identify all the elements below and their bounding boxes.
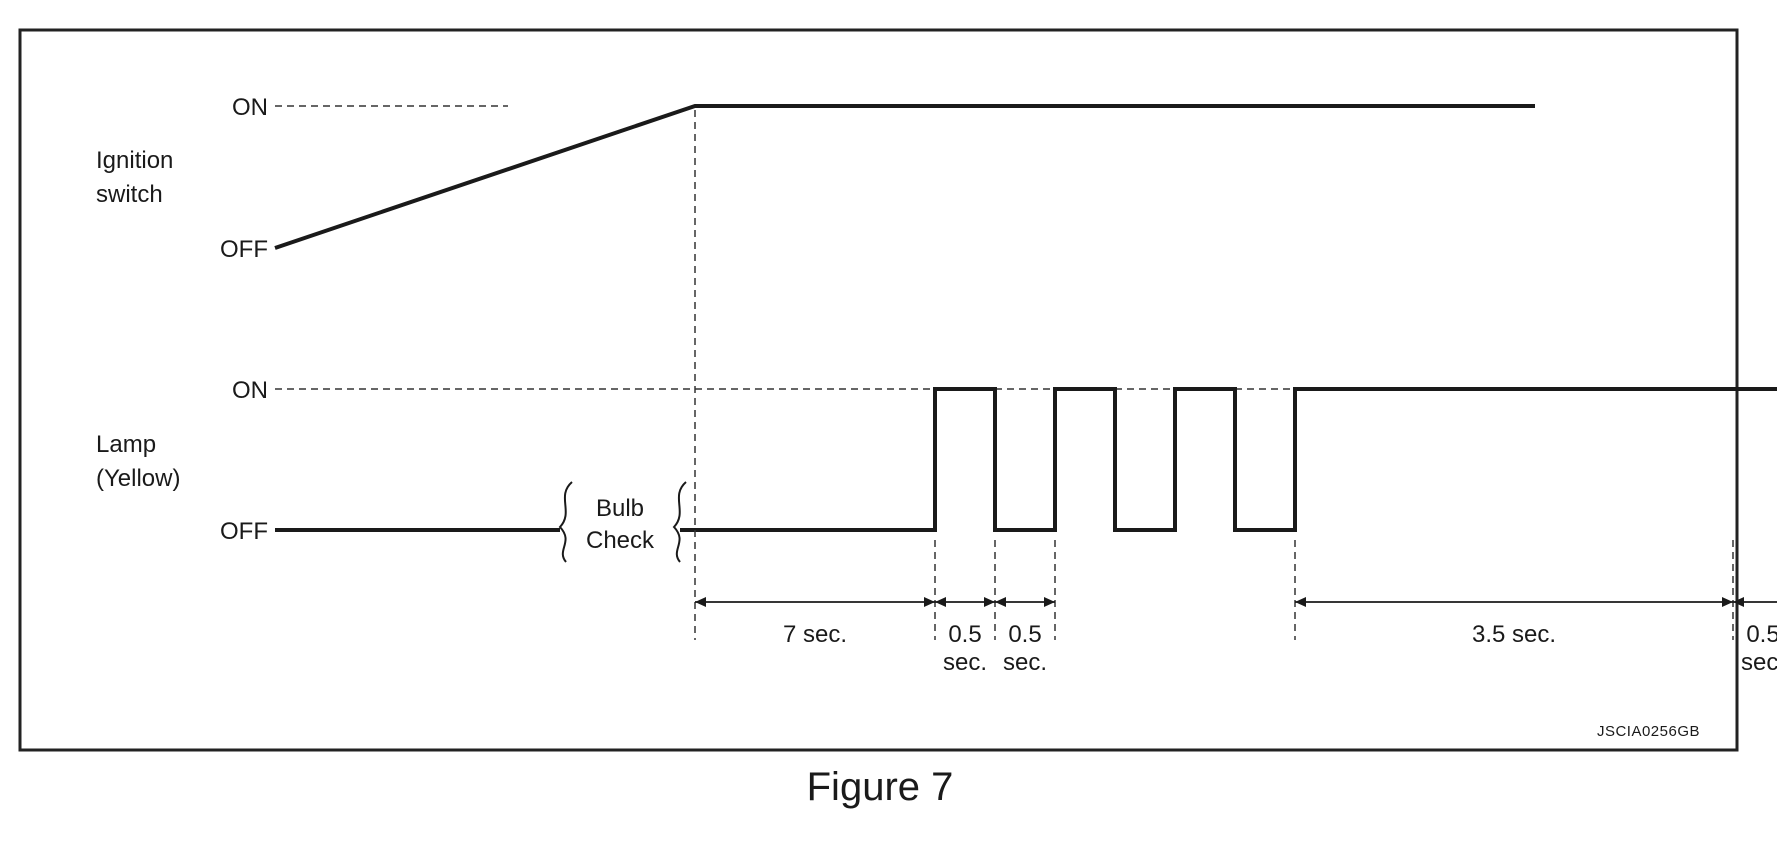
ignition-switch-waveform [274,104,1535,250]
dimension-arrow-left [695,597,706,607]
dimension-arrow-right [1044,597,1055,607]
dimension-arrow-right [1722,597,1733,607]
dimension-label: 0.5 [948,621,981,648]
lamp-signal-label-line2: (Yellow) [96,465,180,492]
lamp-off-label: OFF [220,518,268,545]
dimension-arrow-left [1295,597,1306,607]
dimension-label: sec. [1003,649,1047,676]
ignition-on-label: ON [232,94,268,121]
ignition-signal-label-line1: Ignition [96,147,173,174]
dimension-label: 0.5 [1746,621,1777,648]
dimension-arrow-left [995,597,1006,607]
ignition-signal-label-line2: switch [96,181,163,208]
lamp-signal-label-line1: Lamp [96,431,156,458]
dimension-arrow-right [924,597,935,607]
bulb-check-label-line2: Check [586,527,655,554]
dimension-arrow-right [984,597,995,607]
dimension-arrow-left [1733,597,1744,607]
ignition-off-label: OFF [220,236,268,263]
bulb-check-gap [560,470,680,565]
bulb-check-break-left [558,481,573,563]
dimension-label: sec. [943,649,987,676]
dimension-label: 7 sec. [783,621,847,648]
bulb-check-label-line1: Bulb [596,495,644,522]
lamp-on-label: ON [232,377,268,404]
figure-caption: Figure 7 [807,765,954,809]
dimension-label: 0.5 [1008,621,1041,648]
lamp-waveform [275,387,1777,532]
dimension-label: 3.5 sec. [1472,621,1556,648]
dimension-arrow-left [935,597,946,607]
image-code: JSCIA0256GB [1597,723,1700,740]
dimension-label: sec. [1741,649,1777,676]
bulb-check-break-right [672,481,687,563]
